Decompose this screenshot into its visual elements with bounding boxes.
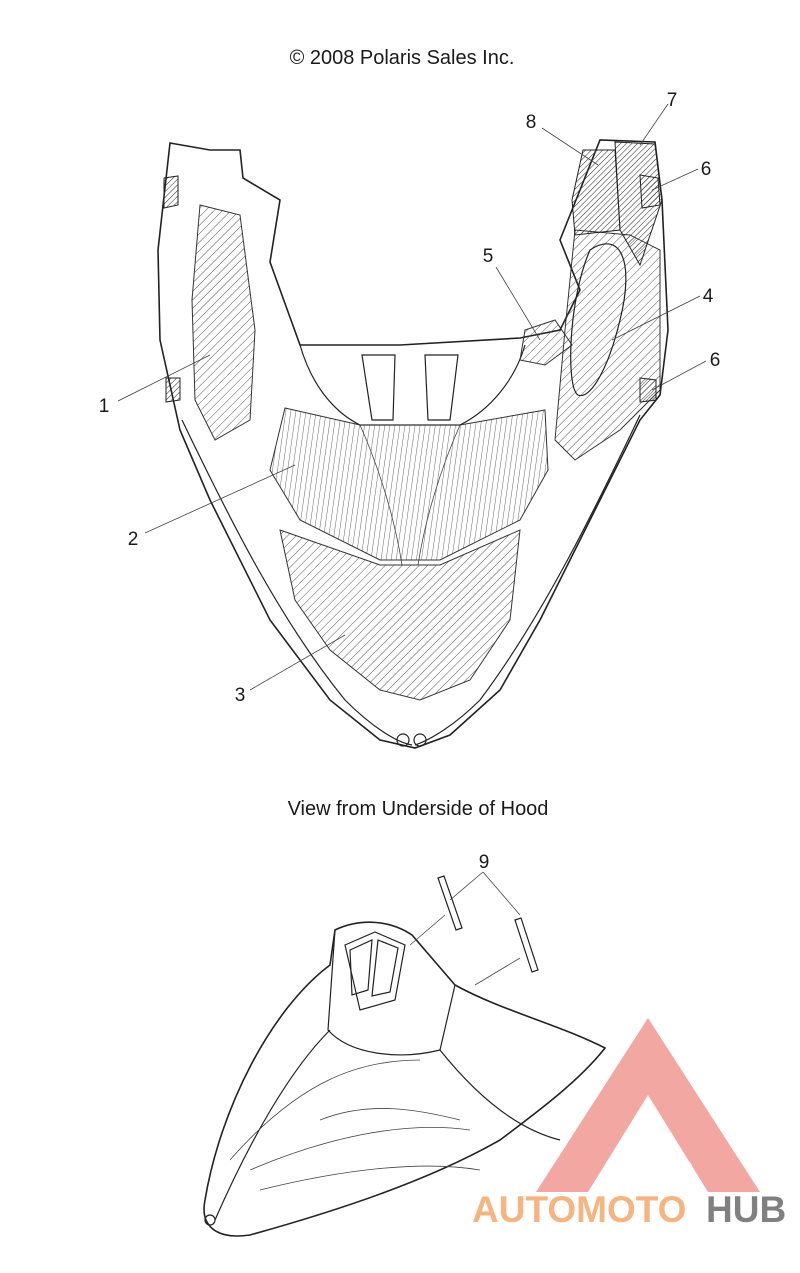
callout-4: 4 xyxy=(703,286,714,307)
callout-8: 8 xyxy=(526,112,537,133)
callout-9: 9 xyxy=(479,852,490,873)
callout-1: 1 xyxy=(99,396,110,417)
callout-7: 7 xyxy=(667,90,678,111)
hood-underside-drawing xyxy=(157,139,669,749)
callout-6-upper: 6 xyxy=(701,159,712,180)
copyright-text: © 2008 Polaris Sales Inc. xyxy=(290,47,515,69)
decal-part-3 xyxy=(279,529,521,701)
decal-part-9-b xyxy=(514,917,539,973)
decal-part-2 xyxy=(269,407,549,561)
vent-part-6-lower xyxy=(639,377,657,403)
callout-3: 3 xyxy=(235,685,246,706)
decal-part-5 xyxy=(519,319,573,366)
callout-5: 5 xyxy=(483,246,494,267)
vent-left-upper xyxy=(163,175,179,209)
callout-leaders xyxy=(117,103,707,916)
callout-2: 2 xyxy=(128,529,139,550)
watermark-brand-part2: HUB xyxy=(706,1189,786,1230)
hood-perspective-drawing xyxy=(203,875,607,1237)
vent-part-6-upper xyxy=(639,174,661,209)
logo-inner-shape-icon xyxy=(595,1105,705,1190)
decal-part-8 xyxy=(571,149,621,236)
logo-triangle-icon xyxy=(536,1018,760,1192)
decal-part-9-a xyxy=(437,875,463,931)
watermark-logo xyxy=(536,1018,760,1192)
vent-left-lower xyxy=(165,377,181,403)
callout-6-lower: 6 xyxy=(710,350,721,371)
view-caption: View from Underside of Hood xyxy=(288,798,549,820)
watermark-brand-part1: AUTOMOTO xyxy=(472,1189,686,1230)
decal-part-1 xyxy=(191,204,256,441)
